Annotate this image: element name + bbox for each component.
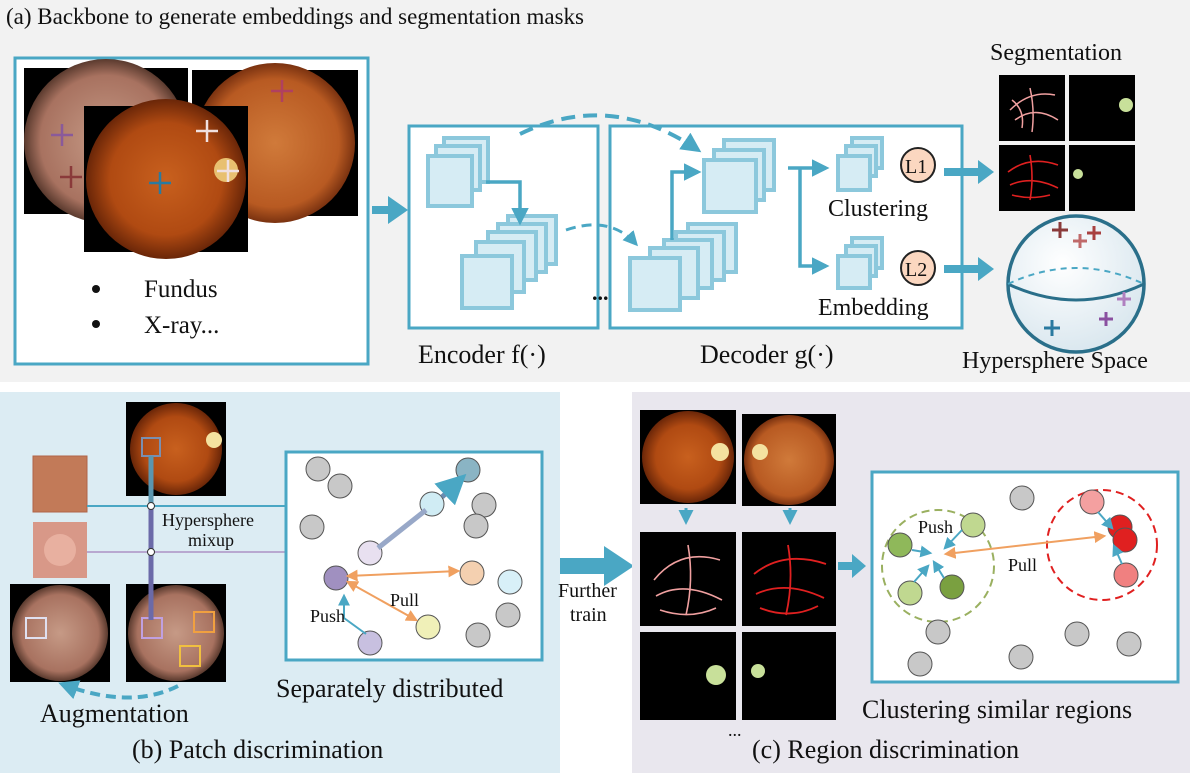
arrow-to-hypersphere-icon (944, 257, 994, 281)
dots-ellipsis: ... (592, 280, 609, 305)
cross-marker-icon (196, 120, 218, 142)
decoder-feature-stack-1 (628, 222, 738, 312)
segmentation-label: Segmentation (990, 40, 1122, 66)
region-disc-mask-2 (742, 632, 836, 720)
region-vessel-mask-2 (742, 532, 836, 626)
push-label: Push (310, 606, 345, 626)
pull-arrow-2 (345, 580, 419, 622)
cross-marker-icon (51, 124, 73, 146)
hypersphere-label: Hypersphere Space (962, 348, 1148, 374)
mixup-to-point-arrow (376, 508, 428, 550)
clustering-head-stack (836, 136, 884, 192)
loss-l2-label: L2 (905, 259, 927, 281)
panel-a: (a) Backbone to generate embeddings and … (0, 0, 1190, 382)
cross-marker-icon (149, 172, 171, 194)
separately-distributed-label: Separately distributed (276, 674, 503, 703)
bullet-icon (92, 320, 100, 328)
arrow-to-segmentation-icon (944, 160, 994, 184)
region-disc-mask-1 (640, 632, 736, 720)
input-fundus-image-3 (84, 99, 248, 259)
clustering-similar-regions-label: Clustering similar regions (862, 695, 1132, 724)
segmentation-mask-vessels-2 (999, 145, 1065, 211)
region-pull-arrow (943, 531, 1107, 559)
pull-label: Pull (390, 590, 419, 610)
encoder-arrow (486, 180, 529, 226)
region-ellipsis: ... (728, 720, 742, 740)
panel-c: ... Push (632, 392, 1190, 773)
mixup-label-line-1: Hypersphere (162, 510, 254, 530)
region-fundus-image-1 (640, 410, 736, 504)
patch-image-1 (32, 455, 88, 513)
loss-l1-label: L1 (905, 156, 927, 178)
augmented-fundus-image-2 (126, 584, 226, 682)
segmentation-mask-disc-2 (1069, 145, 1135, 211)
panel-a-title: (a) Backbone to generate embeddings and … (6, 4, 584, 29)
augmentation-arrow (58, 680, 179, 700)
arrow-right-icon (838, 554, 866, 578)
mixup-to-point-arrow-2 (434, 473, 467, 506)
loss-l2-badge (900, 250, 936, 286)
cross-marker-icon (271, 80, 293, 102)
region-vessel-mask-1 (640, 532, 736, 626)
bullet-xray: X-ray... (144, 312, 219, 339)
clustering-label: Clustering (828, 196, 928, 222)
decoder-feature-stack-2 (702, 138, 776, 214)
embedding-head-stack (836, 236, 884, 290)
region-push-label: Push (918, 517, 953, 537)
region-fundus-image-2 (742, 414, 836, 506)
encoder-decoder-dashed-arrow (565, 223, 639, 247)
encoder-feature-stack-1 (426, 136, 490, 208)
loss-l1-badge (900, 147, 936, 183)
decoder-label: Decoder g(·) (700, 340, 834, 369)
panel-c-title: (c) Region discrimination (752, 735, 1019, 764)
region-points (887, 485, 1142, 677)
segmentation-mask-disc-1 (1069, 75, 1135, 141)
patch-image-2 (33, 522, 87, 578)
decoder-arrow (670, 163, 702, 240)
branch-arrow-embedding (798, 168, 830, 275)
panel-b-title: (b) Patch discrimination (132, 735, 383, 764)
augmentation-label: Augmentation (40, 699, 189, 728)
augmented-fundus-image-1 (10, 584, 110, 682)
encoder-feature-stack-2 (460, 214, 558, 310)
hypersphere-diagram (1006, 214, 1146, 354)
skip-connection-arrow (519, 113, 702, 153)
cross-marker-icon (217, 160, 239, 182)
cross-marker-icon (60, 166, 82, 188)
mixup-label-line-2: mixup (188, 530, 234, 550)
segmentation-mask-vessels-1 (999, 75, 1065, 141)
arrow-right-icon (560, 546, 634, 586)
anchor-fundus-image (126, 402, 226, 496)
further-train-line-1: Further (558, 580, 617, 602)
encoder-label: Encoder f(·) (418, 340, 546, 369)
green-cluster-boundary (881, 509, 995, 623)
panel-b: Hypersphere mixup Push Pull Sepa (0, 392, 560, 773)
bullet-fundus: Fundus (144, 276, 218, 303)
further-train-arrow: Further train (558, 546, 634, 626)
pull-arrow (345, 565, 461, 582)
further-train-line-2: train (570, 604, 607, 626)
push-arrow (338, 593, 367, 635)
embedding-label: Embedding (818, 295, 929, 321)
arrow-right-icon (372, 196, 408, 224)
bullet-icon (92, 285, 100, 293)
embedding-space-box (284, 450, 544, 662)
region-pull-label: Pull (1008, 555, 1037, 575)
